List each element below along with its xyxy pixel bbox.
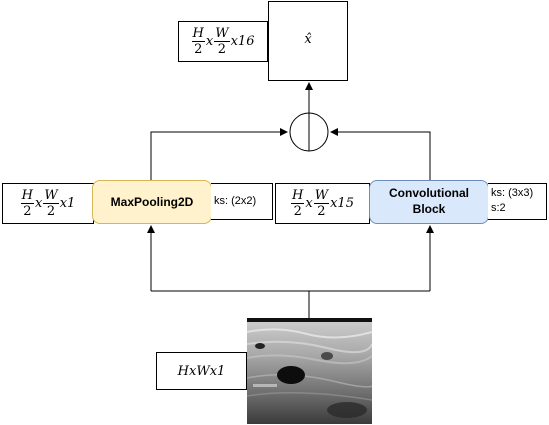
output-label: x̂ xyxy=(304,32,312,47)
input-dims-label: HxWx1 xyxy=(156,352,247,390)
maxpool-params: ks: (2x2) xyxy=(211,183,273,220)
maxpool-block: MaxPooling2D xyxy=(92,180,212,224)
conv-label-line2: Block xyxy=(412,202,446,216)
concat-operator-icon xyxy=(289,112,329,152)
conv-label-line1: Convolutional xyxy=(389,186,469,201)
input-ultrasound-image xyxy=(247,318,372,424)
conv-to-concat-line xyxy=(330,128,431,180)
output-box: x̂ xyxy=(268,1,348,81)
maxpool-to-concat-line xyxy=(150,128,288,180)
maxpool-label: MaxPooling2D xyxy=(110,195,194,209)
conv-params: ks: (3x3) s:2 xyxy=(488,183,547,220)
conv-block: Convolutional Block xyxy=(369,180,489,224)
